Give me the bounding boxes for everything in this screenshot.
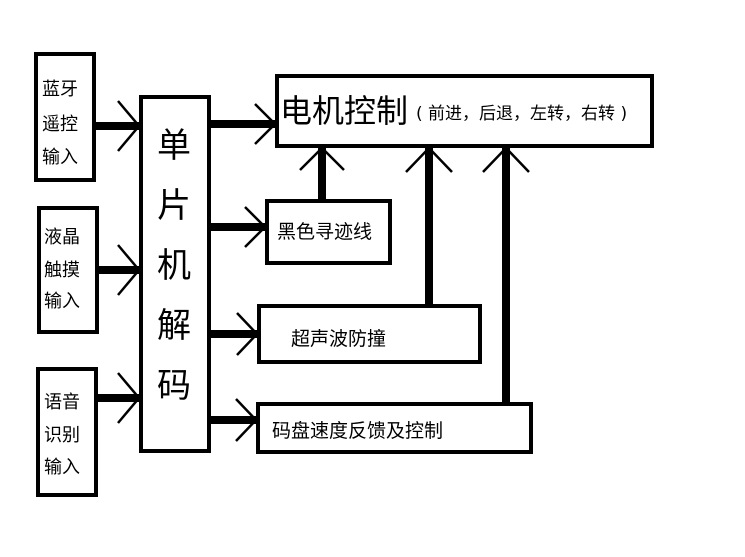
arrow-mcu-to-line-tracking xyxy=(209,206,267,248)
arrow-ultrasonic-to-motor xyxy=(405,146,453,306)
bluetooth-label-2: 遥控 xyxy=(42,114,78,135)
lcd-input-box: 液晶 触摸 输入 xyxy=(37,206,99,334)
voice-label-2: 识别 xyxy=(44,425,80,446)
bluetooth-label-1: 蓝牙 xyxy=(42,79,78,100)
mcu-char-3: 机 xyxy=(157,246,191,286)
lcd-label-1: 液晶 xyxy=(44,227,80,248)
bluetooth-input-box: 蓝牙 遥控 输入 xyxy=(34,52,96,182)
mcu-char-5: 码 xyxy=(157,366,191,406)
arrow-voice-to-mcu xyxy=(96,372,141,424)
voice-input-box: 语音 识别 输入 xyxy=(36,367,98,497)
motor-control-box: 电机控制 ( 前进，后退，左转，右转 ) xyxy=(275,74,654,148)
mcu-char-4: 解 xyxy=(157,306,191,346)
arrow-bluetooth-to-mcu xyxy=(94,100,141,152)
motor-detail: ( 前进，后退，左转，右转 ) xyxy=(416,104,627,124)
line-tracking-box: 黑色寻迹线 xyxy=(265,199,392,265)
mcu-char-2: 片 xyxy=(157,186,191,226)
ultrasonic-box: 超声波防撞 xyxy=(257,304,482,364)
bluetooth-label-3: 输入 xyxy=(42,147,78,168)
lcd-label-3: 输入 xyxy=(44,291,80,312)
voice-label-1: 语音 xyxy=(44,392,80,413)
ultrasonic-label: 超声波防撞 xyxy=(291,328,386,350)
encoder-label: 码盘速度反馈及控制 xyxy=(272,420,443,442)
arrow-line-tracking-to-motor xyxy=(299,146,345,201)
motor-title: 电机控制 xyxy=(280,92,408,130)
arrow-lcd-to-mcu xyxy=(97,244,141,296)
arrow-mcu-to-motor xyxy=(209,103,277,145)
arrow-encoder-to-motor xyxy=(482,146,530,404)
mcu-char-1: 单 xyxy=(157,126,191,166)
mcu-decoder-box: 单 片 机 解 码 xyxy=(139,95,211,453)
voice-label-3: 输入 xyxy=(44,457,80,478)
encoder-box: 码盘速度反馈及控制 xyxy=(256,402,533,454)
arrow-mcu-to-ultrasonic xyxy=(209,312,259,356)
arrow-mcu-to-encoder xyxy=(209,398,258,442)
line-tracking-label: 黑色寻迹线 xyxy=(277,221,372,243)
lcd-label-2: 触摸 xyxy=(44,260,80,281)
